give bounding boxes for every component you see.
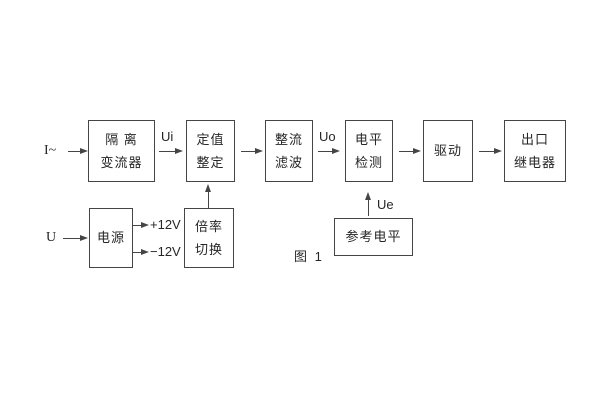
rail-negative-label: −12V [150, 244, 181, 259]
signal-ue-label: Ue [377, 197, 394, 212]
block-drive-line1: 驱动 [433, 143, 462, 158]
arrow-ui-icon [159, 148, 183, 154]
arrow-ratio-to-setting-icon [205, 184, 211, 208]
arrow-drive-to-relay-icon [479, 148, 502, 154]
block-output-relay-line1: 出口 [520, 131, 549, 147]
rail-positive-label: +12V [150, 217, 181, 232]
input-voltage-label: U [46, 230, 57, 245]
block-ratio-switch-line2: 切换 [194, 241, 223, 257]
block-power-supply: 电源 [89, 208, 133, 268]
arrow-setting-to-rectifier-icon [241, 148, 263, 154]
arrow-voltage-to-power-icon [63, 235, 88, 241]
block-ratio-switch: 倍率 切换 [184, 208, 234, 268]
figure-caption: 图 1 [294, 249, 324, 264]
block-level-detection-line2: 检测 [354, 154, 383, 170]
block-isolation-transformer: 隔 离 变流器 [88, 120, 155, 182]
block-setpoint-setting-line2: 整定 [196, 154, 225, 170]
block-reference-level: 参考电平 [334, 218, 413, 256]
arrow-positive-rail-icon [133, 222, 149, 228]
block-power-supply-line1: 电源 [96, 230, 125, 245]
block-level-detection: 电平 检测 [345, 120, 393, 182]
arrow-level-to-drive-icon [399, 148, 421, 154]
block-setpoint-setting: 定值 整定 [186, 120, 235, 182]
block-isolation-transformer-line1: 隔 离 [105, 131, 138, 147]
block-rectifier-filter: 整流 滤波 [265, 120, 313, 182]
block-level-detection-line1: 电平 [354, 131, 383, 147]
input-current-label: I~ [44, 143, 57, 158]
block-output-relay: 出口 继电器 [504, 120, 566, 182]
block-reference-level-line1: 参考电平 [345, 229, 402, 244]
block-rectifier-filter-line2: 滤波 [274, 154, 303, 170]
arrow-current-to-isolation-icon [68, 148, 88, 154]
block-output-relay-line2: 继电器 [513, 154, 556, 170]
block-setpoint-setting-line1: 定值 [196, 131, 225, 147]
block-drive: 驱动 [423, 120, 473, 182]
block-rectifier-filter-line1: 整流 [274, 131, 303, 147]
signal-uo-label: Uo [319, 129, 336, 144]
signal-ui-label: Ui [161, 129, 174, 144]
arrow-negative-rail-icon [133, 249, 149, 255]
arrow-uo-icon [318, 148, 340, 154]
block-isolation-transformer-line2: 变流器 [100, 154, 143, 170]
arrow-ue-icon [365, 192, 371, 216]
block-ratio-switch-line1: 倍率 [194, 218, 223, 234]
